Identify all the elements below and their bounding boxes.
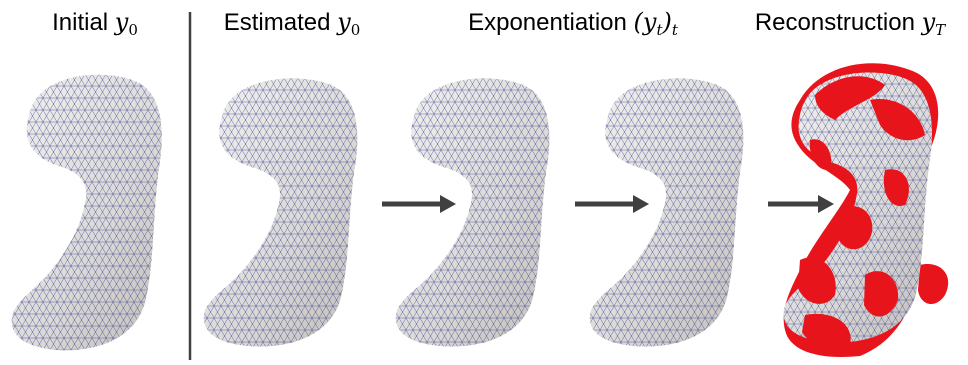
- title-estimated-math: y0: [337, 8, 361, 39]
- title-exponentiation: Exponentiation (yt)t: [468, 8, 678, 39]
- title-reconstruction-text: Reconstruction: [754, 9, 915, 36]
- mesh-exponentiation-step-2: [589, 78, 744, 347]
- title-estimated-text: Estimated: [223, 9, 331, 36]
- mesh-estimated: [203, 78, 358, 347]
- title-reconstruction-math: yT: [921, 8, 946, 39]
- title-initial-text: Initial: [52, 9, 109, 36]
- title-exponentiation-math: (yt)t: [633, 8, 678, 39]
- title-exponentiation-text: Exponentiation: [468, 9, 627, 36]
- arrow-1: [382, 195, 456, 213]
- mesh-initial: [11, 74, 162, 351]
- title-estimated: Estimated y0: [224, 8, 361, 39]
- arrow-2: [575, 195, 649, 213]
- mesh-exponentiation-step-1: [395, 78, 550, 347]
- title-initial: Initial y0: [52, 8, 138, 39]
- title-reconstruction: Reconstruction yT: [755, 8, 945, 39]
- arrow-3: [768, 195, 834, 213]
- mesh-reconstruction: [783, 63, 949, 357]
- title-initial-math: y0: [114, 8, 138, 39]
